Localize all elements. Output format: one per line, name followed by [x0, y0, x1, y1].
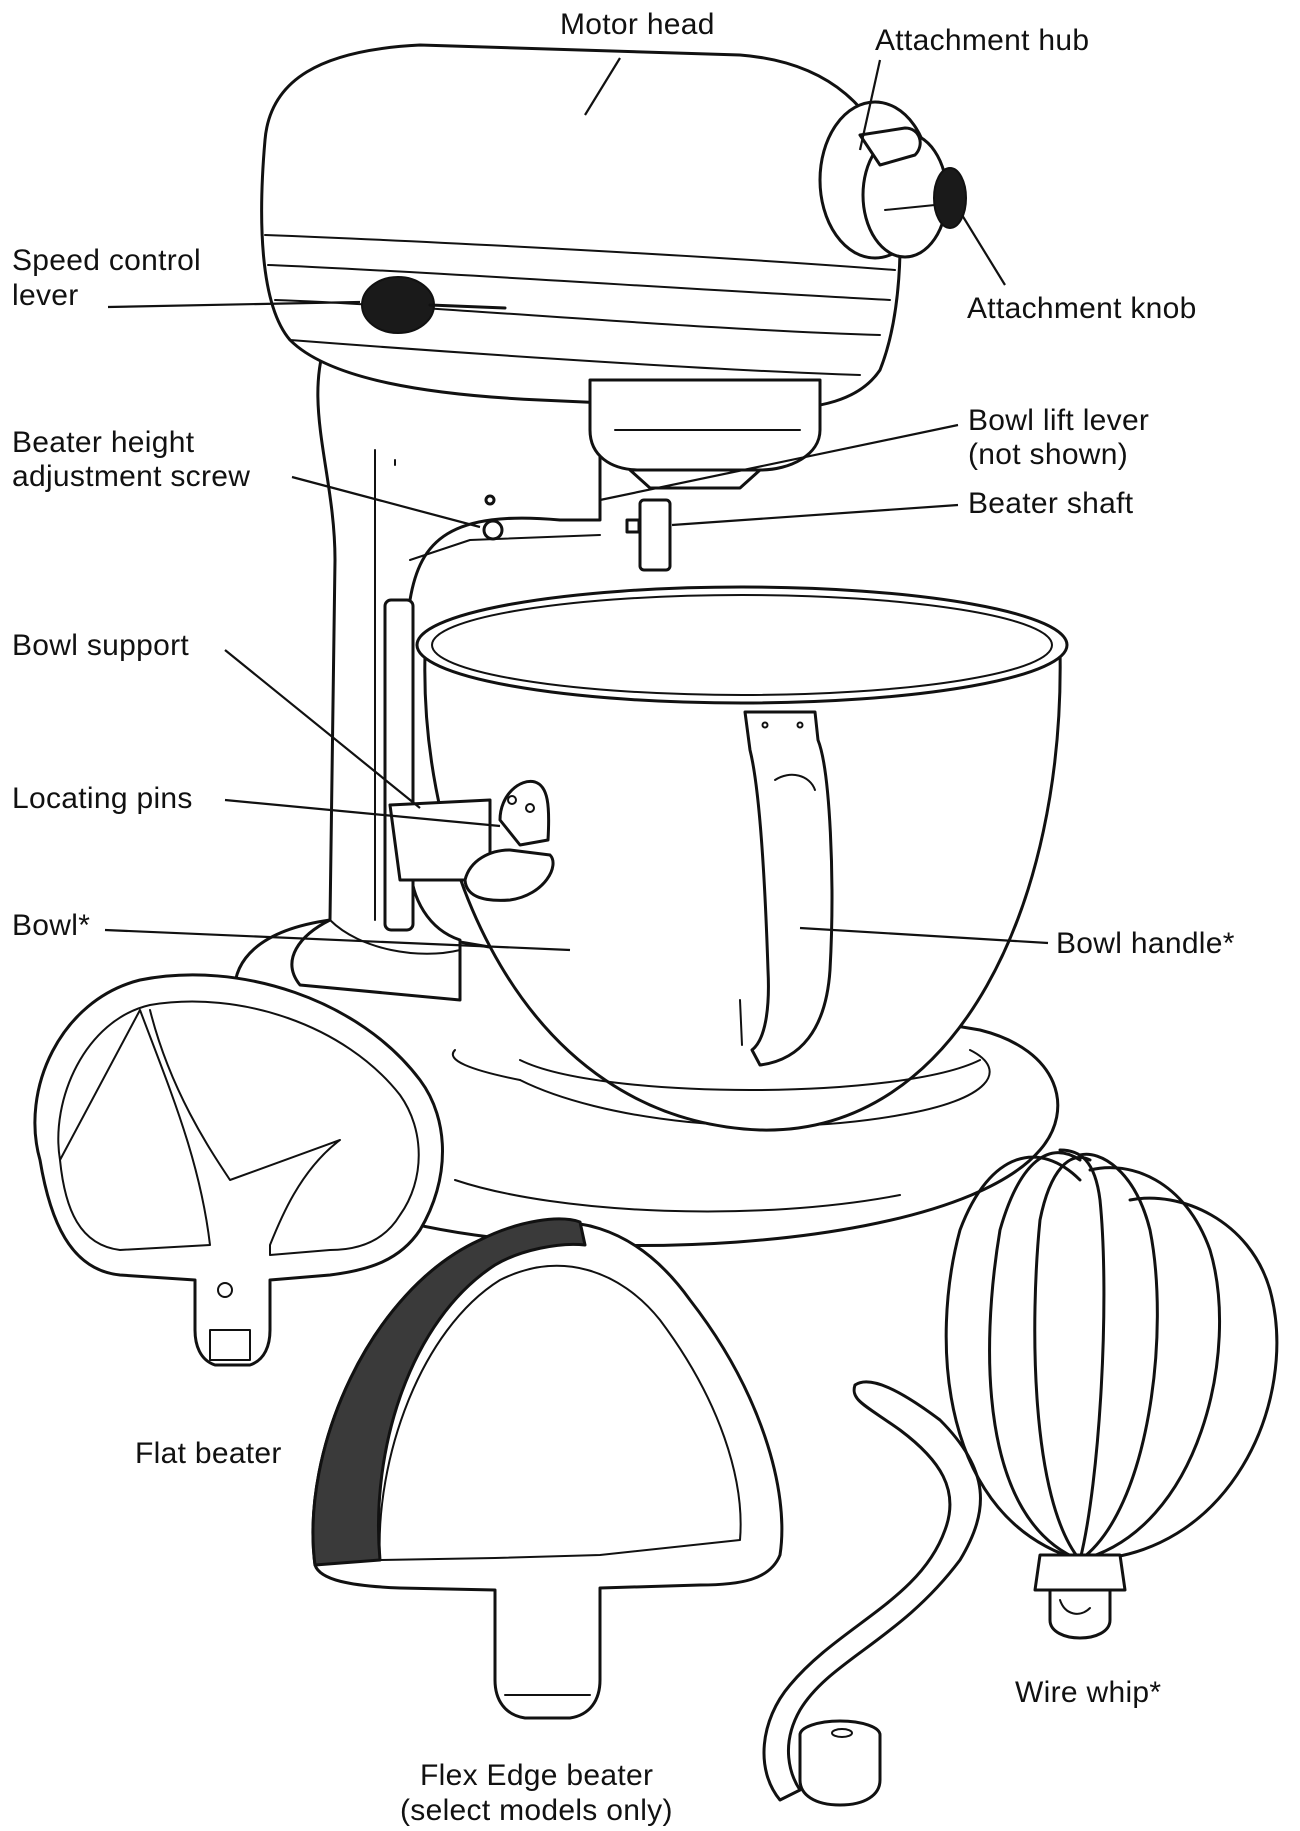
label-bowl: Bowl* [12, 909, 90, 942]
leader-attachment-knob [961, 214, 1006, 286]
label-speed-control-1: Speed control [12, 244, 201, 277]
leader-bowl-handle [799, 926, 1049, 945]
label-bowl-lift-1: Bowl lift lever [968, 404, 1149, 437]
label-bowl-handle: Bowl handle* [1056, 927, 1235, 960]
wire-whip [944, 1148, 1279, 1640]
label-flex-edge-2: (select models only) [400, 1794, 673, 1827]
leader-bowl-support [224, 649, 421, 809]
beater-height-screw [482, 494, 504, 541]
label-attachment-hub: Attachment hub [875, 24, 1089, 57]
bowl-support [388, 779, 555, 902]
label-wire-whip: Wire whip* [1015, 1676, 1161, 1709]
dough-hook [762, 1380, 982, 1807]
label-flex-edge-1: Flex Edge beater [420, 1759, 653, 1792]
labels: Motor head Attachment hub Attachment kno… [12, 8, 1235, 1827]
bowl-handle [739, 710, 834, 1067]
label-flat-beater: Flat beater [135, 1437, 282, 1470]
speed-control-lever [361, 276, 507, 334]
label-attachment-knob: Attachment knob [967, 292, 1197, 325]
label-bowl-lift-2: (not shown) [968, 438, 1128, 471]
leader-bowl-lift [599, 423, 959, 502]
label-motor-head: Motor head [560, 8, 715, 41]
leader-lines [104, 57, 1049, 952]
flex-edge-beater [311, 1217, 784, 1720]
flat-beater [33, 973, 444, 1367]
leader-attachment-hub [858, 59, 882, 151]
label-beater-shaft: Beater shaft [968, 487, 1134, 520]
label-bowl-support: Bowl support [12, 629, 189, 662]
leader-beater-shaft [671, 503, 959, 527]
beater-shaft [625, 498, 672, 572]
label-beater-height-1: Beater height [12, 426, 195, 459]
leader-motor-head [584, 57, 621, 116]
leader-beater-height [291, 475, 481, 529]
locating-pins [507, 795, 535, 813]
attachment-hub [818, 100, 949, 260]
label-locating-pins: Locating pins [12, 782, 193, 815]
leader-speed-control [107, 300, 361, 309]
attachment-knob [933, 167, 967, 229]
label-speed-control-2: lever [12, 279, 79, 312]
leader-locating-pins [224, 798, 501, 828]
label-beater-height-2: adjustment screw [12, 460, 250, 493]
mixing-bowl [415, 585, 1069, 1132]
leader-bowl [104, 928, 571, 952]
